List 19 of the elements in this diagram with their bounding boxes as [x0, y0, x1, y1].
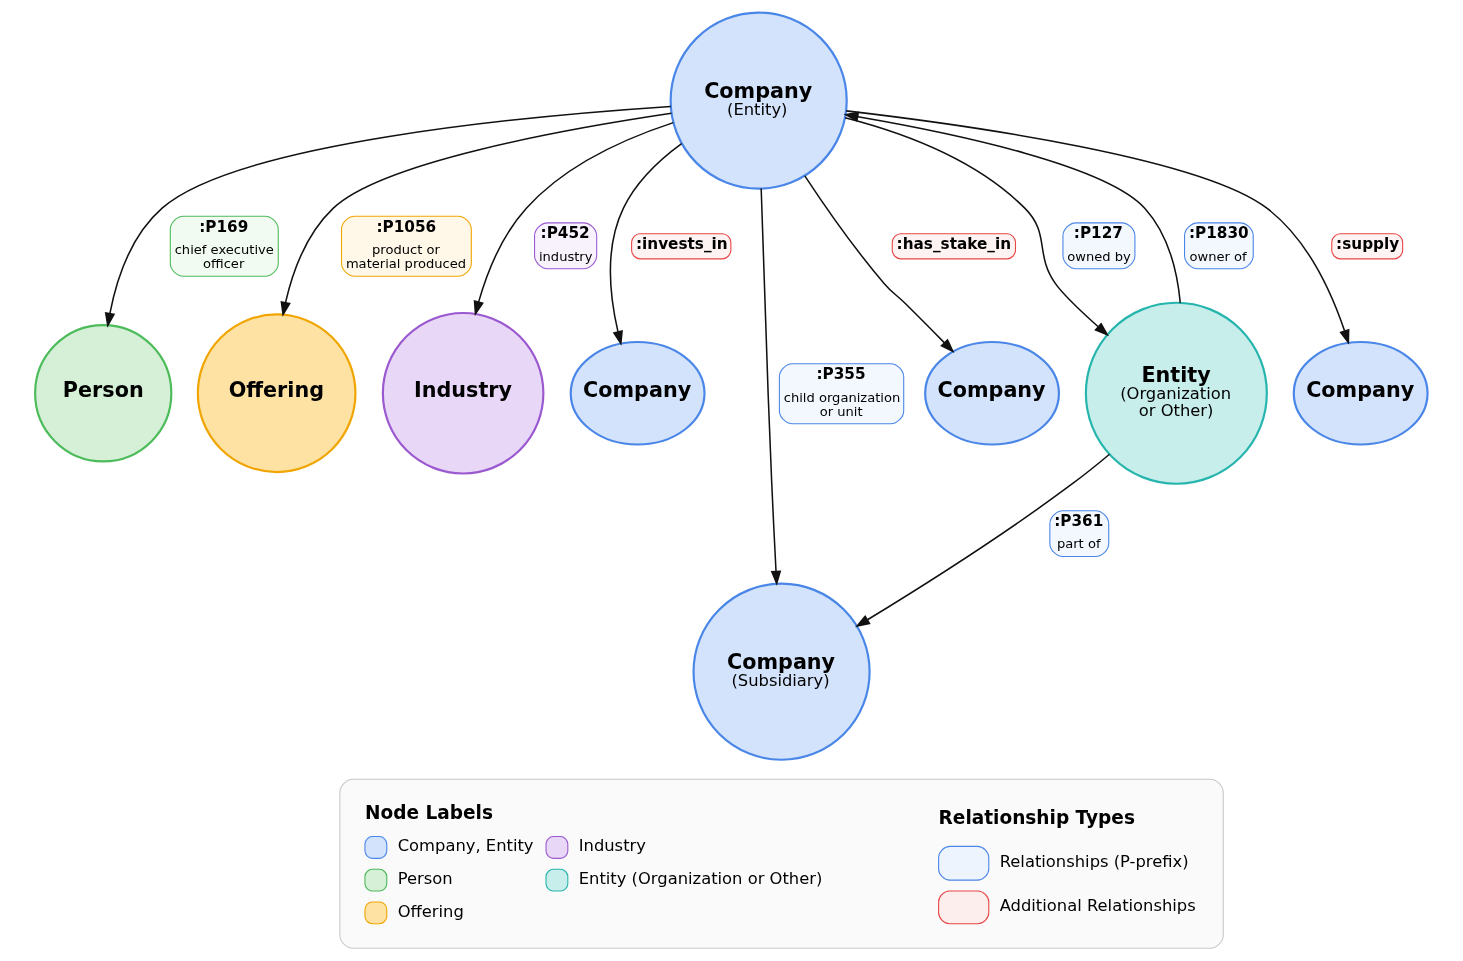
edge-label: :P127 owned by	[1067, 224, 1131, 264]
edge-label: :P361 part of	[1054, 512, 1104, 552]
label: Relationship Types	[938, 806, 1135, 828]
edge-label: :P355 child organization or unit	[783, 365, 901, 419]
legend-label: Company, Entity	[397, 836, 534, 856]
legend-label: Industry	[578, 836, 646, 856]
edge-label: :P1056 product or material produced	[345, 217, 467, 272]
edge-label: :has_stake_in	[896, 235, 1012, 254]
legend-label: Person	[397, 868, 453, 888]
edge-label: :P1830 owner of	[1188, 224, 1249, 264]
edge-label: :supply	[1336, 235, 1400, 254]
legend-label: Offering	[397, 901, 464, 921]
legend-label: Relationships (P-prefix)	[999, 852, 1189, 872]
legend-label: Additional Relationships	[999, 896, 1196, 916]
edge-label: :P452 industry	[538, 224, 593, 264]
label: Node Labels	[364, 801, 493, 823]
legend-label: Entity (Organization or Other)	[578, 868, 823, 888]
edge-label: :P169 chief executive officer	[174, 217, 274, 272]
edge-label: :invests_in	[635, 235, 728, 254]
